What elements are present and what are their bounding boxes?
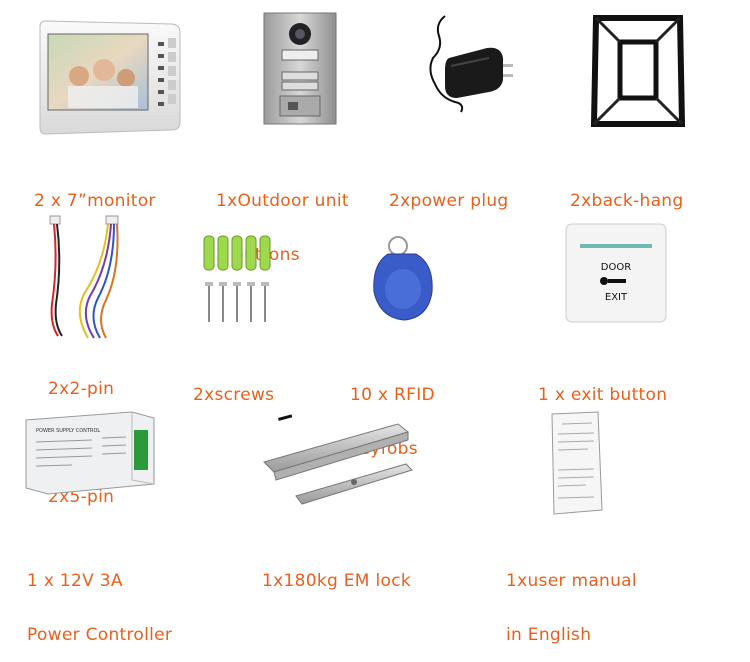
exit-print: EXIT [605, 292, 628, 303]
label-line: 2xpower plug [389, 191, 509, 211]
power-plug-image [405, 14, 515, 114]
label-monitor: 2 x 7”monitor [34, 156, 156, 228]
label-line: 1 x exit button [538, 385, 668, 405]
label-line: 2x2-pin [48, 379, 115, 399]
screws-image [202, 234, 274, 326]
em-lock-image [258, 410, 418, 510]
label-line: 1xuser manual [506, 571, 637, 591]
label-line: in English [506, 625, 592, 645]
monitor-image [34, 18, 184, 136]
exit-button-image: DOOR EXIT [564, 222, 668, 324]
label-line: 2xscrews [193, 385, 275, 405]
label-line: 2 x 7”monitor [34, 191, 156, 211]
label-line: 1xOutdoor unit [216, 191, 349, 211]
label-user-manual: 1xuser manual in English [506, 536, 637, 662]
label-power-plug: 2xpower plug [389, 156, 509, 228]
label-line: 10 x RFID [350, 385, 435, 405]
label-screws: 2xscrews [193, 350, 274, 422]
label-line: 1x180kg EM lock [262, 571, 411, 591]
power-controller-image: POWER SUPPLY CONTROL [22, 410, 158, 496]
label-line: 1 x 12V 3A [27, 571, 123, 591]
label-line: 2xback-hang [570, 191, 684, 211]
back-hang-plate-image [590, 12, 686, 130]
outdoor-unit-image [262, 12, 338, 126]
rfid-keyfob-image [368, 234, 438, 324]
label-power-controller: 1 x 12V 3A Power Controller [27, 536, 172, 662]
controller-print: POWER SUPPLY CONTROL [36, 428, 100, 434]
label-exit-button: 1 x exit button [538, 350, 667, 422]
label-line: Power Controller [27, 625, 173, 645]
cables-image [44, 214, 134, 340]
door-print: DOOR [601, 262, 631, 273]
label-em-lock: 1x180kg EM lock [262, 536, 411, 608]
user-manual-image [548, 410, 608, 516]
